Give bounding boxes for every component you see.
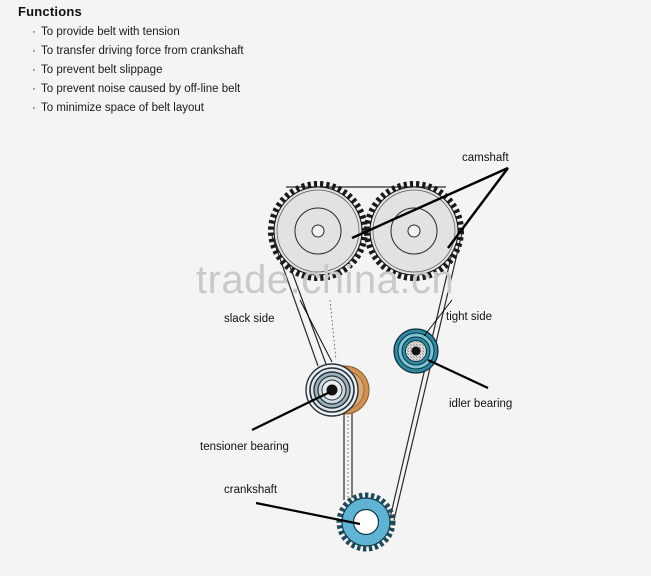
list-item-label: To provide belt with tension bbox=[41, 26, 180, 38]
tensioner-bearing bbox=[305, 363, 370, 417]
label-crankshaft: crankshaft bbox=[224, 484, 278, 496]
bullet-icon: · bbox=[32, 64, 36, 76]
page-title: Functions bbox=[18, 4, 82, 19]
list-item-label: To prevent noise caused by off-line belt bbox=[41, 83, 241, 95]
functions-list: · To provide belt with tension · To transf… bbox=[18, 23, 438, 118]
crankshaft-sprocket bbox=[336, 492, 396, 552]
list-item: · To prevent belt slippage bbox=[32, 61, 438, 80]
list-item: · To prevent noise caused by off-line bel… bbox=[32, 80, 438, 99]
functions-block: Functions · To provide belt with tension … bbox=[18, 4, 438, 118]
camshaft-gear-right bbox=[364, 181, 464, 281]
label-camshaft: camshaft bbox=[462, 152, 509, 164]
bullet-icon: · bbox=[32, 45, 36, 57]
bullet-icon: · bbox=[32, 26, 36, 38]
list-item-label: To prevent belt slippage bbox=[41, 64, 163, 76]
bullet-icon: · bbox=[32, 102, 36, 114]
label-slack-side: slack side bbox=[224, 313, 275, 325]
label-idler-bearing: idler bearing bbox=[449, 398, 513, 410]
label-tensioner-bearing: tensioner bearing bbox=[200, 441, 289, 453]
belt-centre-guide bbox=[329, 299, 349, 498]
camshaft-gear-left bbox=[268, 181, 368, 281]
list-item: · To transfer driving force from cranksha… bbox=[32, 42, 438, 61]
idler-bearing bbox=[393, 328, 439, 374]
list-item-label: To transfer driving force from crankshaf… bbox=[41, 45, 244, 57]
list-item: · To provide belt with tension bbox=[32, 23, 438, 42]
list-item: · To minimize space of belt layout bbox=[32, 99, 438, 118]
label-tight-side: tight side bbox=[446, 311, 493, 323]
leader-lines bbox=[251, 166, 509, 526]
list-item-label: To minimize space of belt layout bbox=[41, 102, 204, 114]
bullet-icon: · bbox=[32, 83, 36, 95]
